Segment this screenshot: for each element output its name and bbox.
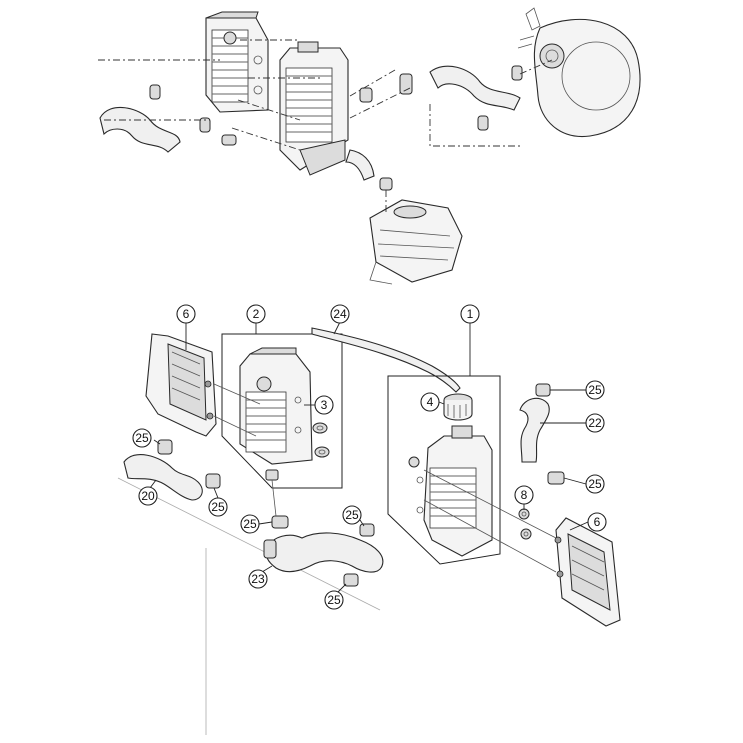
right-radiator-shroud [554,517,621,627]
svg-text:22: 22 [588,416,602,430]
callout-25-e: 25 [342,505,362,525]
callout-1: 1 [460,304,480,324]
overview-assembly [98,7,641,285]
hose-clamp-23-top [271,515,289,529]
svg-text:25: 25 [135,431,149,445]
hose-clamp-right [547,471,565,485]
svg-text:3: 3 [321,398,328,412]
svg-text:6: 6 [594,515,601,529]
callout-22: 22 [585,413,605,433]
left-radiator-shroud [145,333,217,437]
callout-6-left: 6 [176,304,196,324]
overview-right-hose [429,65,521,111]
radiator-cap [443,393,473,421]
svg-text:1: 1 [467,307,474,321]
callout-25-b: 25 [132,428,152,448]
svg-text:25: 25 [345,508,359,522]
callout-20: 20 [138,486,158,506]
overview-lower-hose [345,149,375,181]
svg-text:25: 25 [588,477,602,491]
hose-clamp-23-left [263,539,277,559]
overview-left-radiator [205,11,269,113]
overview-left-hose [99,106,181,153]
hose-clamp-23-bottom [343,573,359,587]
callout-24: 24 [330,304,350,324]
callout-2: 2 [246,304,266,324]
hose-clamp-left-upper [157,439,173,455]
hose-clamp-23-right [359,523,375,537]
lower-y-hose [265,532,384,573]
callout-6-right: 6 [587,512,607,532]
overview-assembly-lines [98,39,553,214]
callout-4: 4 [420,392,440,412]
svg-text:24: 24 [333,307,347,321]
overview-engine-cover [517,7,641,138]
callouts: 6 2 24 1 3 4 25 [132,304,607,610]
right-radiator [408,425,557,573]
svg-text:25: 25 [588,383,602,397]
vent-hose [311,327,461,393]
svg-text:20: 20 [141,489,155,503]
callout-8: 8 [514,485,534,505]
svg-text:6: 6 [183,307,190,321]
ground-lines [117,477,381,735]
callout-23: 23 [248,569,268,589]
callout-25-c: 25 [585,474,605,494]
svg-text:25: 25 [211,500,225,514]
callout-3: 3 [314,395,334,415]
svg-text:2: 2 [253,307,260,321]
hose-clamp-left-lower [205,473,221,489]
overview-cylinder [369,199,463,285]
right-radiator-group-frame [387,375,501,565]
svg-text:25: 25 [243,517,257,531]
callout-25-d: 25 [208,497,228,517]
callout-25-f: 25 [240,514,260,534]
left-radiator [213,347,313,481]
hose-clamp-upper [535,383,551,397]
left-lower-hose [123,454,203,501]
rubber-grommets [312,422,330,458]
callout-25-a: 25 [585,380,605,400]
svg-text:25: 25 [327,593,341,607]
overview-right-radiator [279,41,349,176]
svg-text:23: 23 [251,572,265,586]
svg-text:4: 4 [427,395,434,409]
upper-right-hose [519,397,550,463]
callout-25-g: 25 [324,590,344,610]
svg-text:8: 8 [521,488,528,502]
